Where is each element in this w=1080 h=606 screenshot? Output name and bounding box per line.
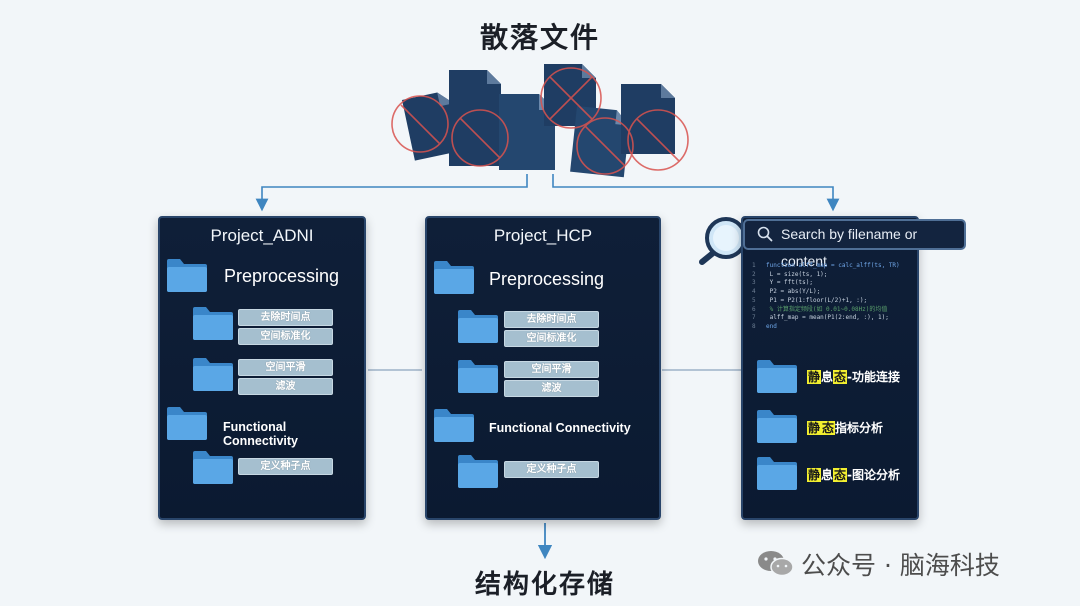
panel-search-results: 静息态-功能连接 静态指标分析 静息态-图论分析 [741, 216, 919, 520]
panel-project-adni: Project_ADNI Preprocessing 去除时间点 空间标准化 空… [158, 216, 366, 520]
section-label: Preprocessing [489, 269, 605, 289]
step-chip: 空间平滑 [238, 359, 333, 376]
top-connectors [255, 174, 840, 212]
folder-icon [757, 457, 797, 490]
section-label: Functional Connectivity [223, 420, 299, 448]
step-chip: 空间平滑 [504, 361, 599, 378]
file-icon-6 [621, 84, 675, 154]
line-number: 4 [752, 288, 756, 296]
code-text: P1 = P2(1:floor(L/2)+1, :); [766, 296, 868, 304]
result-item-3[interactable]: 静息态-图论分析 [807, 466, 900, 483]
match-highlight: 静 [807, 468, 822, 482]
code-text: function alff_map = calc_alff(ts, TR) [766, 262, 900, 269]
section-label: Functional Connectivity [489, 421, 631, 435]
line-number: 7 [752, 314, 756, 322]
result-text: -图论分析 [847, 468, 901, 482]
section-label: Preprocessing [224, 266, 340, 286]
wechat-icon [758, 551, 794, 577]
folder-icon [167, 407, 207, 440]
scattered-files-cluster [391, 64, 689, 178]
search-input[interactable]: Search by filename or content [743, 219, 966, 269]
step-chip: 滤波 [504, 380, 599, 397]
search-placeholder: Search by filename or content [781, 226, 918, 269]
search-icon [757, 226, 773, 242]
result-item-2[interactable]: 静态指标分析 [807, 419, 883, 436]
match-highlight: 态 [821, 421, 836, 435]
code-preview: 1 function alff_map = calc_alff(ts, TR) 2 … [752, 262, 912, 332]
magnifier-icon [699, 217, 747, 265]
code-line: 8 end [752, 323, 912, 332]
code-line: 5 P1 = P2(1:floor(L/2)+1, :); [752, 297, 912, 306]
step-chip: 去除时间点 [504, 311, 599, 328]
code-line: 7 alff_map = mean(P1(2:end, :), 1); [752, 314, 912, 323]
line-number: 2 [752, 270, 756, 278]
line-number: 8 [752, 322, 756, 330]
folder-icon [193, 358, 233, 391]
match-highlight: 态 [833, 468, 848, 482]
panel-title: Project_ADNI [210, 226, 314, 245]
result-text: 指标分析 [835, 421, 884, 435]
step-chip: 去除时间点 [238, 309, 333, 326]
folder-icon [434, 261, 474, 294]
step-chip: 空间标准化 [238, 328, 333, 345]
folder-icon [458, 360, 498, 393]
code-text: alff_map = mean(P1(2:end, :), 1); [766, 314, 889, 322]
folder-icon [167, 259, 207, 292]
cross-marks [391, 67, 689, 175]
step-chip: 定义种子点 [238, 458, 333, 475]
panel-title: Project_HCP [493, 226, 593, 245]
watermark: 公众号 · 脑海科技 [757, 546, 1000, 582]
match-highlight: 静 [807, 421, 822, 435]
file-icon-2 [449, 70, 501, 166]
result-text: 息 [821, 468, 834, 482]
match-highlight: 态 [833, 370, 848, 384]
code-text: Y = fft(ts); [766, 279, 813, 287]
panel-project-hcp: Project_HCP Preprocessing 去除时间点 空间标准化 空间… [425, 216, 661, 520]
result-text: -功能连接 [847, 370, 901, 384]
code-text: end [766, 322, 777, 330]
line-number: 3 [752, 279, 756, 287]
code-text: L = size(ts, 1); [766, 270, 828, 278]
code-text: P2 = abs(Y/L); [766, 288, 821, 296]
folder-icon [757, 360, 797, 393]
watermark-text: 公众号 · 脑海科技 [801, 551, 1000, 580]
step-chip: 空间标准化 [504, 330, 599, 347]
folder-icon [757, 410, 797, 443]
code-text: % 计算指定频段(如 0.01~0.08Hz)的均值 [766, 305, 888, 313]
result-text: 息 [821, 370, 834, 384]
scattered-files-title: 散落文件 [479, 21, 600, 54]
step-chip: 定义种子点 [504, 461, 599, 478]
match-highlight: 静 [807, 370, 822, 384]
code-line: 6 % 计算指定频段(如 0.01~0.08Hz)的均值 [752, 306, 912, 315]
structured-storage-title: 结构化存储 [474, 570, 615, 600]
folder-icon [434, 409, 474, 442]
code-line: 2 L = size(ts, 1); [752, 271, 912, 280]
line-number: 5 [752, 296, 756, 304]
folder-icon [193, 451, 233, 484]
code-line: 1 function alff_map = calc_alff(ts, TR) [752, 262, 912, 271]
folder-icon [458, 455, 498, 488]
line-number: 6 [752, 305, 756, 313]
result-item-1[interactable]: 静息态-功能连接 [807, 368, 900, 385]
folder-icon [458, 310, 498, 343]
step-chip: 滤波 [238, 378, 333, 395]
code-line: 4 P2 = abs(Y/L); [752, 288, 912, 297]
folder-icon [193, 307, 233, 340]
code-line: 3 Y = fft(ts); [752, 279, 912, 288]
line-number: 1 [752, 262, 756, 269]
